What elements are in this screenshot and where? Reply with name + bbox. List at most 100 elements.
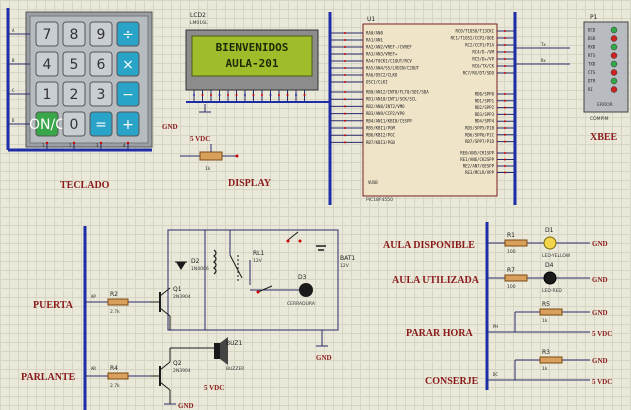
compim-pin-label: DTR xyxy=(588,79,596,84)
mcu-left-pin-label: RA6/OSC2/CLKO xyxy=(366,73,398,78)
q2-part: 2N3904 xyxy=(173,368,191,374)
mcu-left-pin-label: RA2/AN2/VREF-/CVREF xyxy=(366,45,412,50)
d4-part: LED-RED xyxy=(542,288,562,294)
keypad-row-letter: A xyxy=(12,28,15,33)
r2-value: 2.7k xyxy=(110,309,120,315)
resistor-r4: R4 2.7k xyxy=(107,365,129,389)
vdc-label-buzzer: 5 VDC xyxy=(204,384,224,392)
mcu-right-pin-label: RE0/AN5/CK1SPP xyxy=(460,151,494,156)
mcu-right-pin-label: RC6/TX/CK xyxy=(472,64,494,69)
keypad-key xyxy=(62,51,86,77)
mcu-right-pin-label: RE2/AN7/OESPP xyxy=(463,164,495,169)
mcu-right-pin-label: RE1/AN6/CK2SPP xyxy=(460,157,494,162)
r7-value: 100 xyxy=(507,284,516,290)
keypad-row-letter: C xyxy=(12,88,15,93)
lamp-name: CERRADURA xyxy=(287,301,316,307)
q1-part: 2N3904 xyxy=(173,294,191,300)
diode-ref: D2 xyxy=(191,258,200,265)
keypad-key xyxy=(89,111,113,137)
mcu-right-pin-label: RD7/SPP7/P1D xyxy=(465,139,494,144)
lcd-pin-dot xyxy=(295,94,297,96)
mcu-left-dot xyxy=(344,98,346,101)
mcu-left-dot xyxy=(344,81,346,83)
mcu-left-dot xyxy=(344,112,346,115)
lcd-model: LM016L xyxy=(190,20,208,26)
mcu-right-pin-label: RD5/SPP5/P1B xyxy=(465,126,494,131)
keypad-col-number: 4 xyxy=(123,143,126,148)
lamp-bulb xyxy=(299,283,313,297)
keypad-key-label: 6 xyxy=(97,57,106,73)
rx-label: Rx xyxy=(541,58,546,63)
r4-body xyxy=(107,372,129,380)
relay-switch xyxy=(229,254,243,279)
lamp-d3: D3 CERRADURA xyxy=(287,274,316,307)
lcd-screen xyxy=(191,35,313,77)
keypad-key-label: 2 xyxy=(70,87,79,103)
mcu-right-dot xyxy=(504,72,506,74)
keypad-key xyxy=(116,81,140,107)
keypad-col-number: 3 xyxy=(96,143,99,148)
label-xbee: XBEE xyxy=(590,132,618,143)
lamp-ref: D3 xyxy=(298,274,307,281)
label-conserje: CONSERJE xyxy=(425,376,479,387)
keypad-key-label: 5 xyxy=(70,57,79,73)
mcu-left-dot xyxy=(344,141,346,144)
potentiometer: 5 VDC 1k xyxy=(180,135,239,172)
mcu-left-pins: RA0/AN0RA1/AN1RA2/AN2/VREF-/CVREFRA3/AN3… xyxy=(330,31,429,145)
mcu-right-pin-label: RD2/SPP2 xyxy=(475,105,495,110)
keypad-key xyxy=(89,51,113,77)
keypad-key-label: + xyxy=(122,117,134,133)
label-puerta: PUERTA xyxy=(33,300,74,311)
mcu-body xyxy=(362,23,498,197)
keypad-key xyxy=(35,51,59,77)
battery-bat1: BAT1 12V xyxy=(316,245,355,269)
mcu-right-dot xyxy=(504,113,506,116)
keypad-key xyxy=(89,21,113,47)
mcu-right-dot xyxy=(504,152,506,154)
diode-symbol xyxy=(176,262,186,270)
tag-ar: AR xyxy=(91,366,96,371)
lcd-pins xyxy=(193,90,306,102)
mcu-right-dot xyxy=(504,171,506,174)
label-parar-hora: PARAR HORA xyxy=(406,328,474,339)
mcu-part: PIC18F4550 xyxy=(366,197,393,203)
compim-pin-led xyxy=(610,86,618,93)
keypad-key-label: × xyxy=(122,57,134,73)
label-display: DISPLAY xyxy=(228,178,272,189)
mcu-left-pin-label: RA5/AN4/SS/LVDIN/C2OUT xyxy=(366,66,420,71)
lcd-line-2: AULA-201 xyxy=(226,57,279,70)
keypad-col-number: 2 xyxy=(69,143,72,148)
lcd-module: LCD2 LM016L BIENVENIDOS AULA-201 xyxy=(185,12,330,103)
mcu-right-dot xyxy=(504,140,506,143)
compim-body xyxy=(583,21,629,113)
mcu-right-dot xyxy=(504,158,506,161)
relay-coil xyxy=(213,249,217,275)
transistor-q2 xyxy=(150,347,214,404)
keypad-key-label: − xyxy=(122,87,134,103)
mcu-left-pin-label: RB7/KBI3/PGD xyxy=(366,140,395,145)
r3-value: 1k xyxy=(542,366,548,372)
mcu-right-dot xyxy=(504,44,506,46)
lcd-pin-dot xyxy=(201,94,204,96)
mcu-left-pin-label: RB0/AN12/INT0/FLT0/SDI/SDA xyxy=(366,90,429,95)
compim-pin-label: RTS xyxy=(588,53,596,58)
compim-pin-label: RXD xyxy=(588,45,596,50)
r2-ref: R2 xyxy=(110,291,118,298)
door-circuit xyxy=(83,226,339,410)
gnd-label-q2: GND xyxy=(178,402,194,410)
keypad-key-label: 3 xyxy=(97,87,106,103)
mcu-right-pin-label: RD0/SPP0 xyxy=(475,92,495,97)
r3-ref: R3 xyxy=(542,349,550,356)
mcu-right-dot xyxy=(504,65,506,67)
battery-volt: 12V xyxy=(340,263,350,269)
buzzer-name: BUZZER xyxy=(226,366,244,372)
gnd-label-r5: GND xyxy=(592,309,608,317)
keypad-key xyxy=(35,111,59,137)
pot-pin xyxy=(235,154,239,158)
mcu-right-pins: RC0/T1OSO/T13CKIRC1/T1OSI/CCP2/UOERC2/CC… xyxy=(451,29,515,175)
mcu-right-dot xyxy=(504,37,506,39)
gnd-label-d1: GND xyxy=(592,240,608,248)
